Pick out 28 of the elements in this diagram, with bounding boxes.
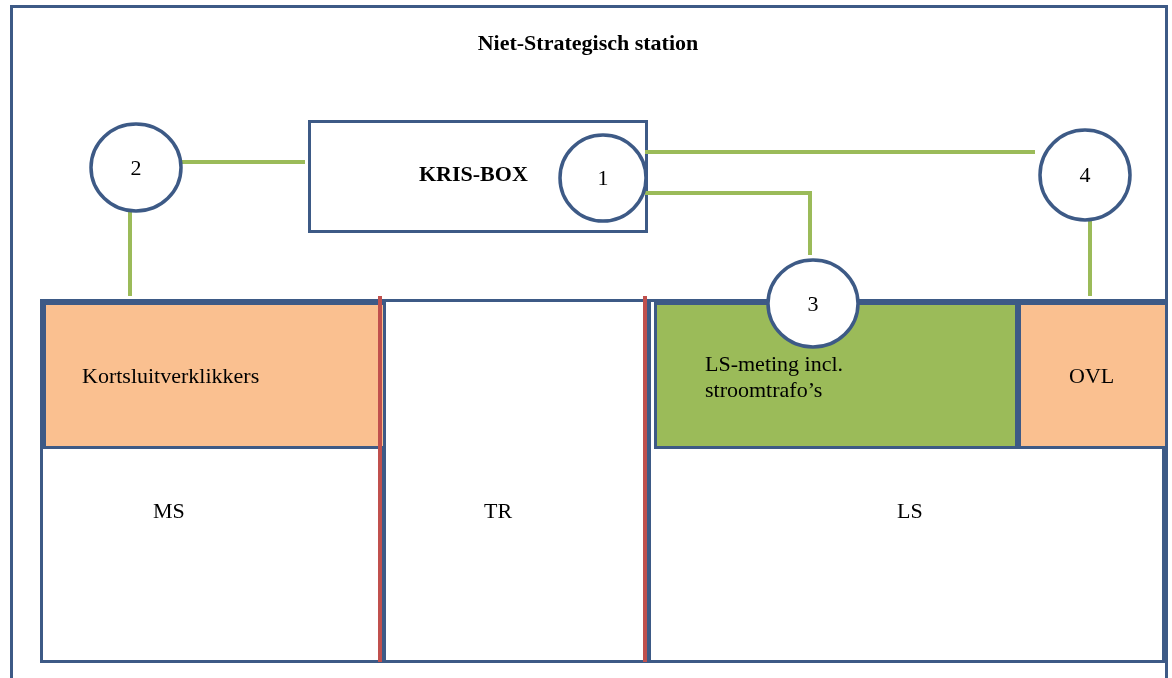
number-label: 3 — [806, 290, 820, 317]
box-label: TR — [484, 498, 513, 524]
ls-section — [648, 299, 1165, 663]
title-label: Niet-Strategisch station — [476, 30, 700, 56]
component-box — [43, 302, 386, 449]
box-label: KRIS-BOX — [419, 161, 528, 187]
box-label: Kortsluitverklikkers — [82, 363, 260, 389]
tr-section — [383, 299, 648, 663]
component-box — [1018, 302, 1168, 449]
number-circle — [766, 258, 860, 349]
connector-line — [645, 191, 812, 255]
kris-box — [308, 120, 648, 233]
ms-section — [40, 299, 383, 663]
connector-line — [128, 210, 132, 296]
station-frame — [10, 5, 1168, 678]
connector-line — [180, 160, 305, 164]
number-circle — [558, 133, 648, 223]
number-label: 1 — [596, 165, 610, 191]
number-circle — [89, 122, 183, 213]
connector-line — [645, 150, 1035, 154]
box-label: LS-meting incl. stroomtrafo’s — [705, 351, 845, 403]
box-label: LS — [897, 498, 923, 524]
number-label: 2 — [129, 154, 143, 181]
number-circle — [1038, 128, 1132, 222]
box-label: OVL — [1069, 363, 1115, 389]
connector-line — [1088, 219, 1092, 296]
number-label: 4 — [1078, 162, 1092, 188]
box-label: MS — [153, 498, 185, 524]
